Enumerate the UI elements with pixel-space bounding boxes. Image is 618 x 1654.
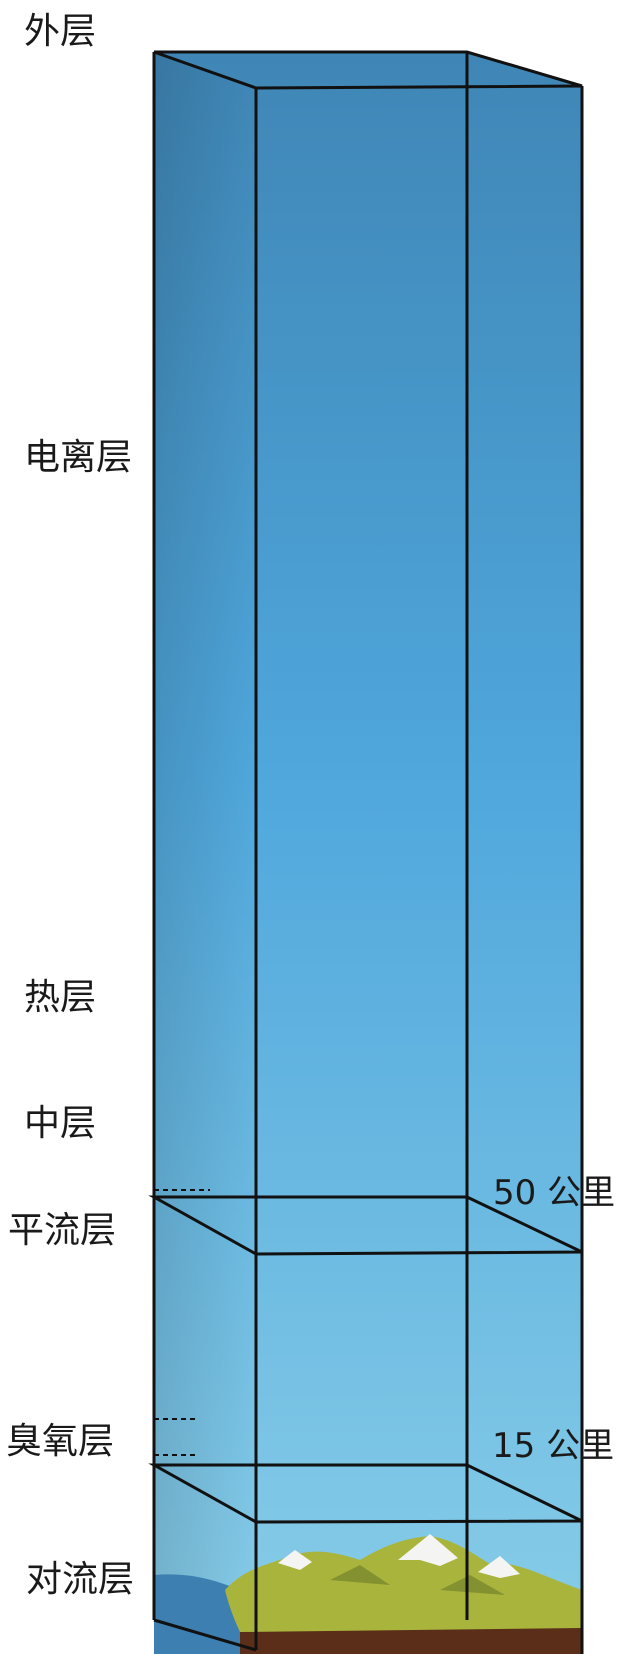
label-50km: 50 公里 <box>493 1173 616 1213</box>
label-15km: 15 公里 <box>492 1426 615 1466</box>
boundary-ticks <box>154 1189 210 1456</box>
column-wireframe <box>148 50 584 1654</box>
label-stratosphere: 平流层 <box>8 1210 117 1251</box>
label-mesosphere: 中层 <box>24 1103 97 1144</box>
label-troposphere: 对流层 <box>26 1559 135 1600</box>
label-ionosphere: 电离层 <box>24 437 133 478</box>
base-edge <box>153 1618 257 1652</box>
label-thermosphere: 热层 <box>24 977 97 1018</box>
label-exosphere: 外层 <box>24 11 97 52</box>
column-left-side-shade <box>154 52 256 1654</box>
ground-terrain <box>154 1534 582 1654</box>
boundary-50km-plane <box>148 1195 583 1256</box>
boundary-15km-plane <box>148 1463 583 1524</box>
label-ozone-layer: 臭氧层 <box>6 1421 115 1462</box>
